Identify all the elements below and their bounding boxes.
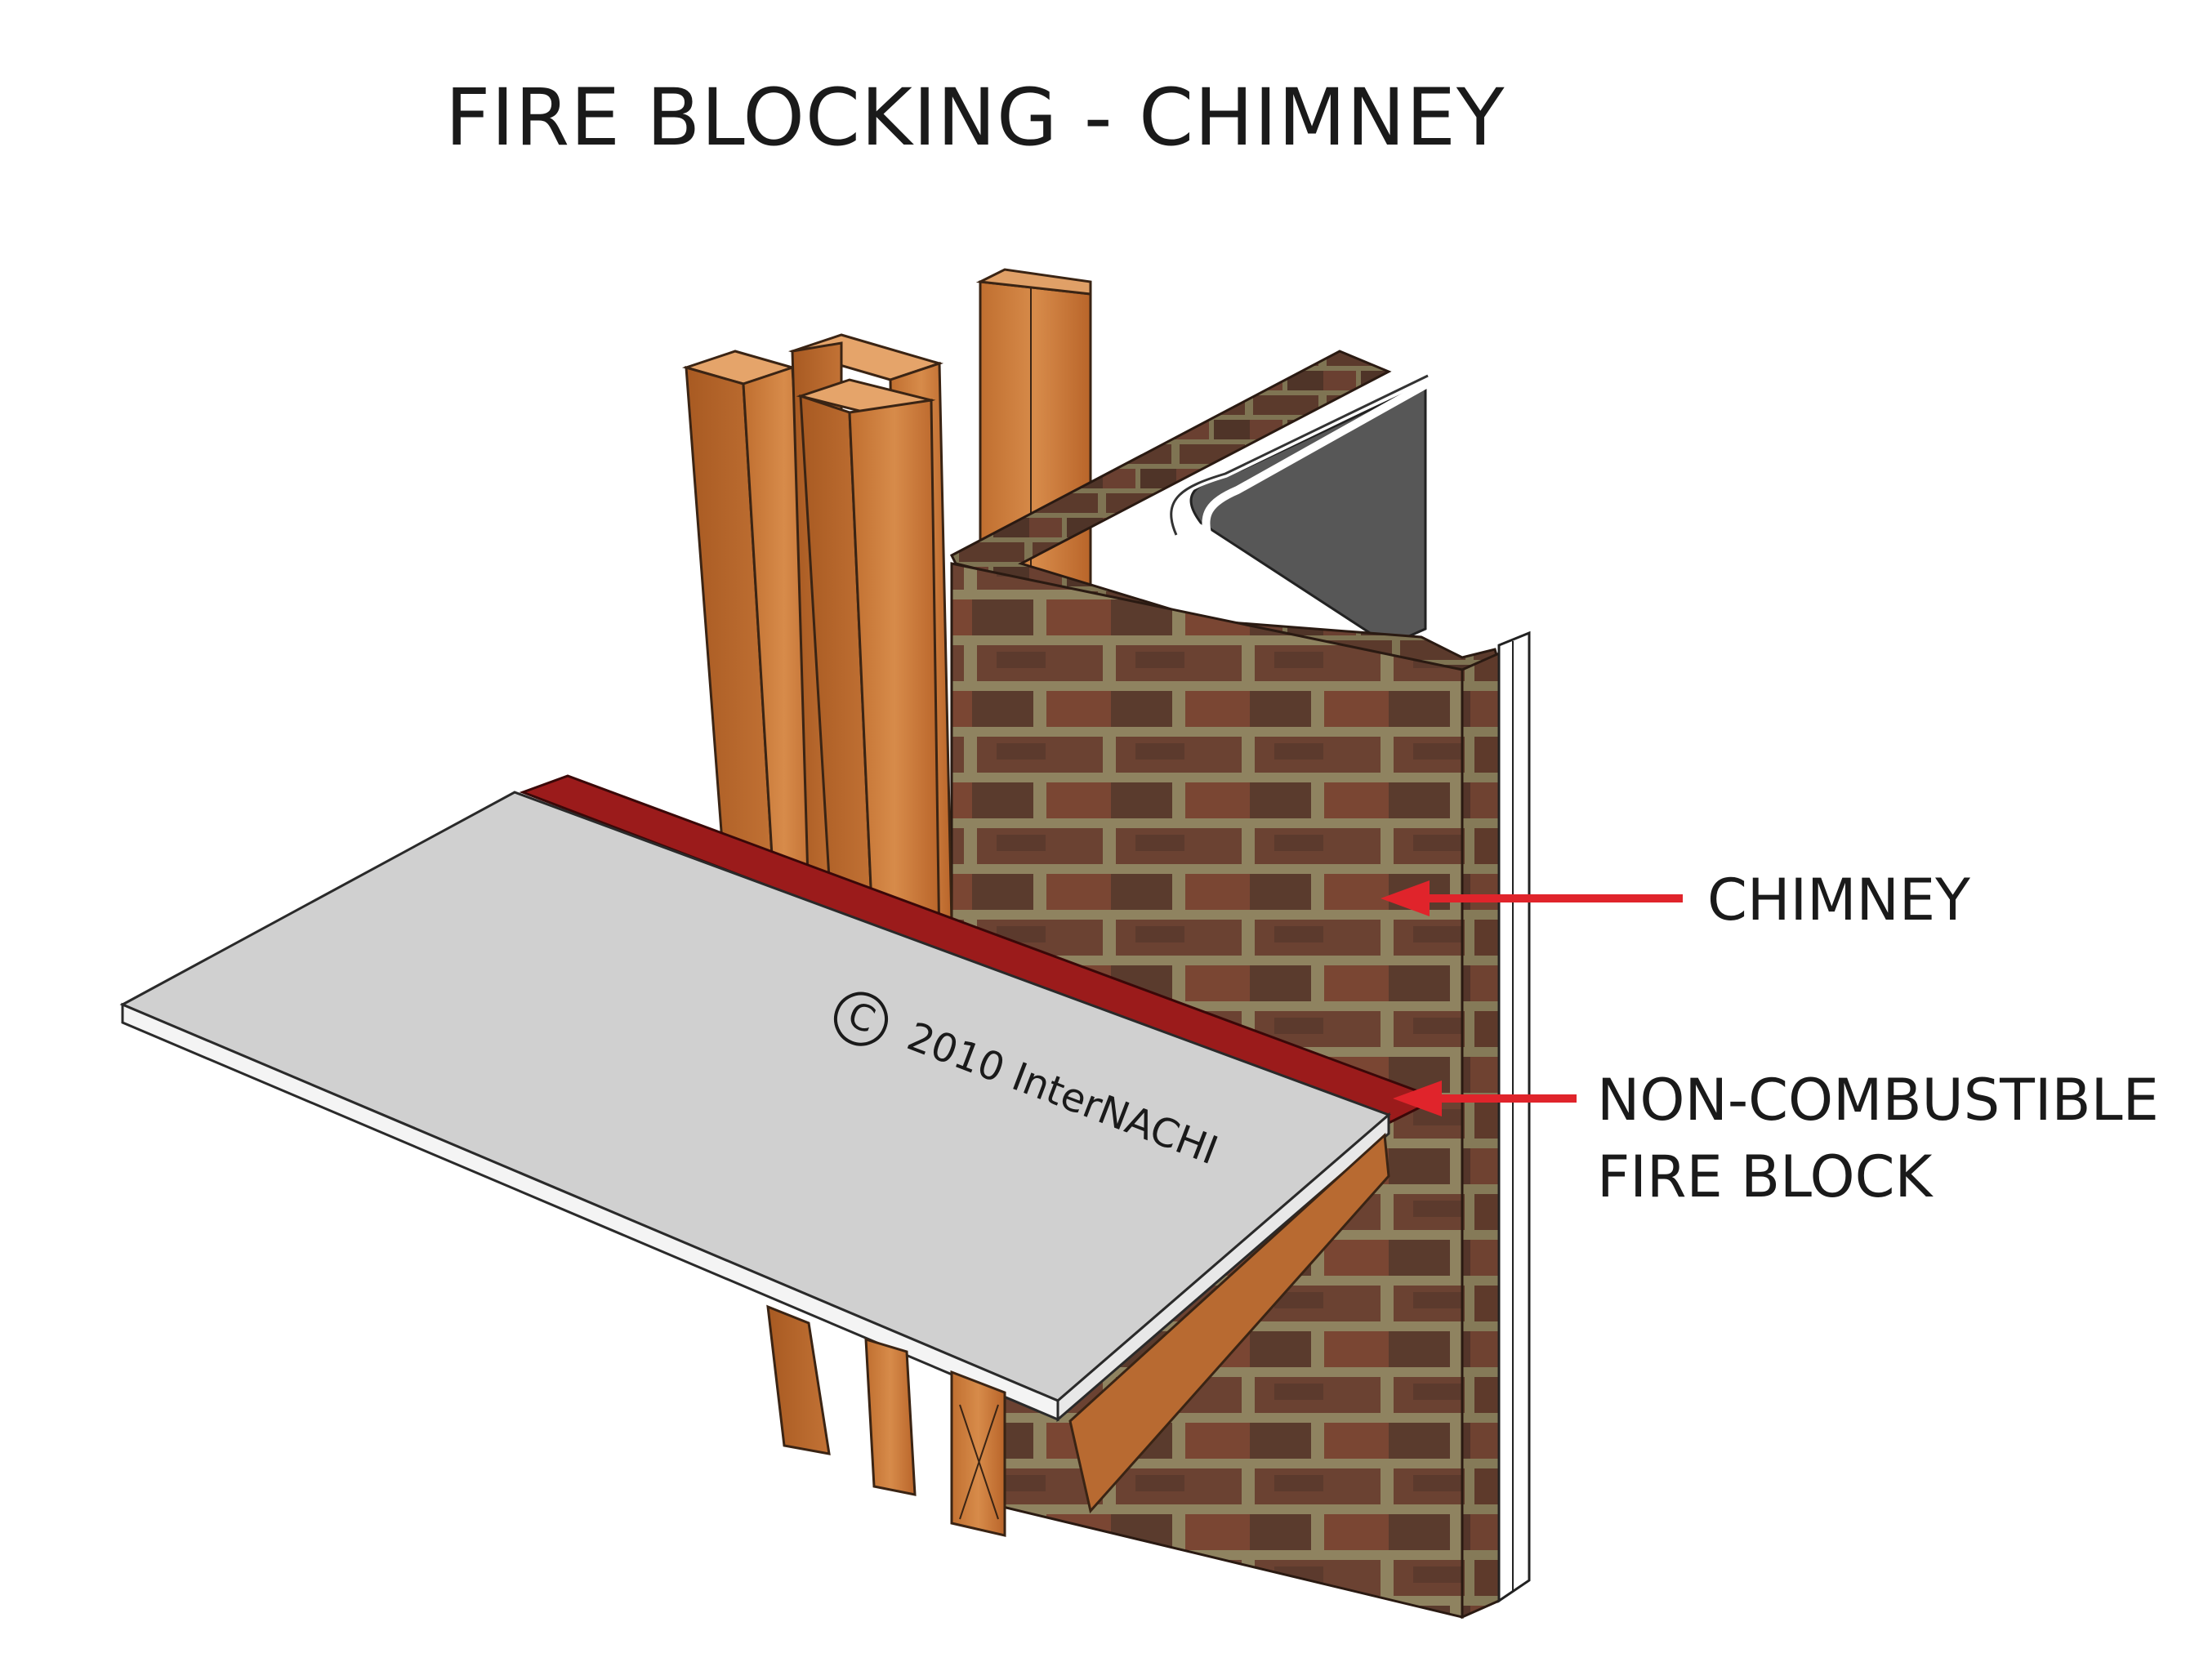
fire-block-label: NON-COMBUSTIBLE FIRE BLOCK: [1597, 1062, 2159, 1215]
subfloor-panel: [119, 791, 1391, 1423]
flue-liner: [1166, 372, 1458, 647]
wall-stud-lower-left: [766, 1304, 831, 1455]
chimney-brick-side: [1461, 651, 1501, 1620]
chimney-liner-edge: [1497, 631, 1531, 1603]
floor-joist: [1068, 1132, 1390, 1514]
wall-stud-front: [796, 378, 941, 962]
diagram-title: FIRE BLOCKING - CHIMNEY: [445, 72, 1505, 163]
blocking-end-grain: [950, 1370, 1006, 1537]
fire-block-label-line1: NON-COMBUSTIBLE: [1597, 1067, 2159, 1134]
fire-block-arrow: [1393, 1081, 1577, 1116]
chimney-label: CHIMNEY: [1707, 867, 1970, 934]
fire-block-label-line2: FIRE BLOCK: [1597, 1143, 1933, 1210]
wall-stud-lower-middle: [864, 1337, 917, 1496]
chimney-arrow: [1381, 880, 1683, 916]
